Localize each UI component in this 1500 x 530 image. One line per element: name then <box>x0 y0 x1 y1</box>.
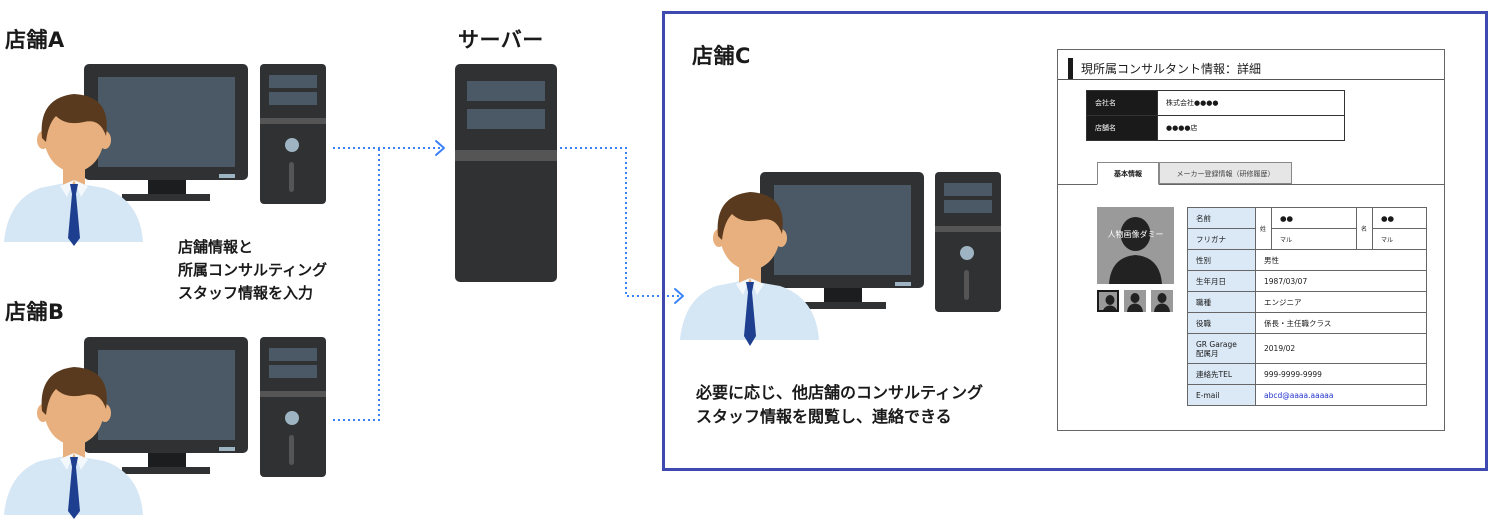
tel-value: 999-9999-9999 <box>1255 363 1427 385</box>
input-caption-line-2: 所属コンサルティング <box>178 261 328 279</box>
person-icon <box>680 192 819 346</box>
panel-title: 現所属コンサルタント情報：詳細 <box>1068 58 1261 80</box>
company-value: 株式会社●●●● <box>1157 90 1345 116</box>
gender-key: 性別 <box>1187 249 1256 271</box>
server-label: サーバー <box>458 28 544 52</box>
server-icon <box>455 64 557 282</box>
store-b-workstation <box>4 337 326 519</box>
person-silhouette-icon <box>1109 217 1162 284</box>
table-row: 店舗名 ●●●●店 <box>1086 115 1345 141</box>
server-to-store-c-line <box>560 147 680 297</box>
data-flow-arrows <box>333 140 684 421</box>
company-table: 会社名 株式会社●●●● 店舗名 ●●●●店 <box>1086 90 1345 141</box>
table-row: 職種 エンジニア <box>1187 291 1427 313</box>
mei-kana-value: マル <box>1372 228 1427 250</box>
tel-key: 連絡先TEL <box>1187 363 1256 385</box>
photo-thumbnail-1[interactable] <box>1097 290 1119 312</box>
profile-photo: 人物画像ダミー <box>1097 207 1174 284</box>
input-caption-line-3: スタッフ情報を入力 <box>178 284 314 302</box>
store-b-label: 店舗B <box>5 300 65 324</box>
store-b-to-server-line <box>333 148 380 421</box>
company-key: 会社名 <box>1086 90 1158 116</box>
store-c-label: 店舗C <box>692 44 751 68</box>
mei-value: ●● <box>1372 207 1427 229</box>
job-type-value: エンジニア <box>1255 291 1427 313</box>
table-row: E-mail abcd@aaaa.aaaaa <box>1187 384 1427 406</box>
profile-table: 名前 姓 ●● 名 ●● フリガナ マル マル 性別 男性 生年月日 1987/… <box>1187 207 1427 406</box>
email-link[interactable]: abcd@aaaa.aaaaa <box>1255 384 1427 406</box>
photo-thumbnail-2[interactable] <box>1124 290 1146 312</box>
store-a-label: 店舗A <box>5 28 65 52</box>
person-silhouette-icon <box>1127 293 1143 312</box>
table-row: GR Garage 配属月 2019/02 <box>1187 333 1427 364</box>
table-row: 会社名 株式会社●●●● <box>1086 90 1345 116</box>
mei-label: 名 <box>1356 207 1373 250</box>
monitor-icon <box>84 337 248 474</box>
person-silhouette-icon <box>1103 295 1117 310</box>
consultant-detail-panel: 現所属コンサルタント情報：詳細 会社名 株式会社●●●● 店舗名 ●●●●店 基… <box>1057 49 1445 431</box>
tower-icon <box>260 64 326 204</box>
email-key: E-mail <box>1187 384 1256 406</box>
tower-icon <box>935 172 1001 312</box>
store-c-workstation <box>680 172 1001 346</box>
store-value: ●●●●店 <box>1157 115 1345 141</box>
view-caption-line-1: 必要に応じ、他店舗のコンサルティング <box>696 383 984 402</box>
table-row: 役職 係長・主任職クラス <box>1187 312 1427 334</box>
person-icon <box>4 367 143 519</box>
job-type-key: 職種 <box>1187 291 1256 313</box>
position-value: 係長・主任職クラス <box>1255 312 1427 334</box>
photo-placeholder-label: 人物画像ダミー <box>1107 230 1164 239</box>
tabs-divider <box>1058 184 1444 185</box>
birthdate-key: 生年月日 <box>1187 270 1256 292</box>
kana-key: フリガナ <box>1187 228 1256 250</box>
view-caption-line-2: スタッフ情報を閲覧し、連絡できる <box>696 407 952 426</box>
table-row: 名前 姓 ●● 名 ●● <box>1187 207 1427 250</box>
sei-label: 姓 <box>1255 207 1272 250</box>
name-key: 名前 <box>1187 207 1256 229</box>
photo-thumbnail-3[interactable] <box>1151 290 1173 312</box>
store-a-workstation <box>4 64 326 246</box>
gender-value: 男性 <box>1255 249 1427 271</box>
sei-value: ●● <box>1271 207 1357 229</box>
tower-icon <box>260 337 326 477</box>
monitor-icon <box>760 172 924 309</box>
assigned-month-key: GR Garage 配属月 <box>1187 333 1256 364</box>
position-key: 役職 <box>1187 312 1256 334</box>
input-caption: 店舗情報と 所属コンサルティング スタッフ情報を入力 <box>178 236 327 305</box>
tab-basic-info[interactable]: 基本情報 <box>1097 162 1159 185</box>
birthdate-value: 1987/03/07 <box>1255 270 1427 292</box>
person-icon <box>4 94 143 246</box>
arrow-head-to-store-c-icon <box>674 288 684 304</box>
input-caption-line-1: 店舗情報と <box>178 238 254 256</box>
person-silhouette-icon <box>1154 293 1170 312</box>
table-row: 生年月日 1987/03/07 <box>1187 270 1427 292</box>
sei-kana-value: マル <box>1271 228 1357 250</box>
arrow-head-to-server-icon <box>435 140 445 156</box>
tab-maker-registration[interactable]: メーカー登録情報（研修履歴） <box>1159 162 1292 184</box>
title-divider <box>1058 79 1444 80</box>
store-c-frame <box>662 11 1488 471</box>
table-row: 連絡先TEL 999-9999-9999 <box>1187 363 1427 385</box>
assigned-month-value: 2019/02 <box>1255 333 1427 364</box>
table-row: フリガナ マル マル <box>1187 228 1427 250</box>
store-key: 店舗名 <box>1086 115 1158 141</box>
view-caption: 必要に応じ、他店舗のコンサルティング スタッフ情報を閲覧し、連絡できる <box>696 381 983 429</box>
monitor-icon <box>84 64 248 201</box>
table-row: 性別 男性 <box>1187 249 1427 271</box>
